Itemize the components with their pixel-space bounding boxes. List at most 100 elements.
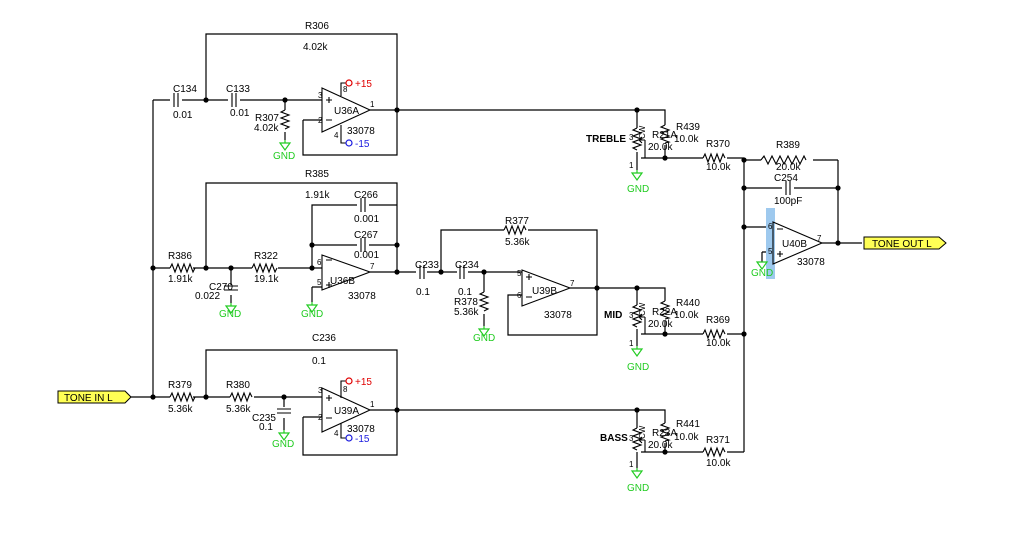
rail-pos-2: +15: [355, 377, 372, 388]
c236-ref: C236: [312, 333, 336, 344]
mid-label: MID: [604, 310, 622, 321]
pot-bass-symbol: [631, 427, 645, 451]
c254-ref: C254: [774, 173, 798, 184]
svg-text:2: 2: [318, 116, 323, 125]
capacitors: [173, 93, 791, 414]
r385-value: 1.91k: [305, 190, 330, 201]
gnd-2: GND: [219, 309, 241, 320]
c134-symbol: [173, 93, 179, 107]
op-amps: [321, 79, 824, 442]
c267-ref: C267: [354, 230, 378, 241]
u40b-ref: U40B: [782, 239, 807, 250]
u36a-symbol: [321, 87, 372, 133]
svg-text:3: 3: [629, 311, 634, 320]
treble-label: TREBLE: [586, 134, 626, 145]
svg-text:8: 8: [343, 385, 348, 394]
c233-symbol: [419, 265, 425, 279]
r440-symbol: [659, 300, 671, 320]
svg-text:6: 6: [768, 222, 773, 231]
r22-value: 20.0k: [648, 319, 673, 330]
wires: [130, 33, 862, 468]
r370-symbol: [702, 152, 726, 164]
r378-value: 5.36k: [454, 307, 479, 318]
r322-value: 19.1k: [254, 274, 279, 285]
r439-ref: R439: [676, 122, 700, 133]
r385-ref: R385: [305, 169, 329, 180]
r380-ref: R380: [226, 380, 250, 391]
rail-neg-2: -15: [355, 434, 370, 445]
c236-value: 0.1: [312, 356, 326, 367]
r307-symbol: [279, 109, 291, 130]
r386-symbol: [169, 262, 196, 274]
gnd-1: GND: [273, 151, 295, 162]
u36b-symbol: [321, 254, 372, 291]
c234-ref: C234: [455, 260, 479, 271]
u39a-ref: U39A: [334, 406, 359, 417]
r441-ref: R441: [676, 419, 700, 430]
c233-value: 0.1: [416, 287, 430, 298]
svg-text:4: 4: [334, 131, 339, 140]
svg-text:CW: CW: [638, 425, 647, 439]
r21-value: 20.0k: [648, 142, 673, 153]
c267-value: 0.001: [354, 250, 379, 261]
c254-symbol: [785, 181, 791, 195]
c233-ref: C233: [415, 260, 439, 271]
r369-symbol: [702, 328, 726, 340]
c267-symbol: [360, 238, 366, 252]
u36b-part: 33078: [348, 291, 376, 302]
r369-ref: R369: [706, 315, 730, 326]
svg-text:8: 8: [343, 85, 348, 94]
bass-label: BASS: [600, 433, 628, 444]
r307-ref: R307: [255, 113, 279, 124]
svg-text:3: 3: [629, 434, 634, 443]
r379-symbol: [169, 391, 196, 403]
r389-value: 20.0k: [776, 162, 801, 173]
c133-symbol: [231, 93, 237, 107]
r306-ref: R306: [305, 21, 329, 32]
u36a-part: 33078: [347, 126, 375, 137]
r369-value: 10.0k: [706, 338, 731, 349]
c270-ref: C270: [209, 282, 233, 293]
svg-text:7: 7: [817, 234, 822, 243]
u36a-ref: U36A: [334, 106, 359, 117]
gnd-bass: GND: [627, 483, 649, 494]
grounds: [224, 140, 769, 480]
gnd-mid: GND: [627, 362, 649, 373]
r378-ref: R378: [454, 297, 478, 308]
r371-value: 10.0k: [706, 458, 731, 469]
svg-text:3: 3: [318, 386, 323, 395]
svg-text:1: 1: [629, 460, 634, 469]
c266-value: 0.001: [354, 214, 379, 225]
r380-value: 5.36k: [226, 404, 251, 415]
u39a-symbol: [321, 387, 372, 433]
c133-value: 0.01: [230, 108, 250, 119]
r370-value: 10.0k: [706, 162, 731, 173]
pot-treble-symbol: [631, 127, 645, 151]
svg-text:7: 7: [370, 262, 375, 271]
svg-text:2: 2: [318, 413, 323, 422]
u39b-symbol: [521, 269, 572, 307]
svg-text:TONE OUT L: TONE OUT L: [872, 239, 932, 250]
r322-symbol: [251, 262, 278, 274]
c266-symbol: [360, 198, 366, 212]
r22-ref: R22A: [652, 307, 677, 318]
u40b-part: 33078: [797, 257, 825, 268]
r380-symbol: [229, 391, 253, 403]
r371-symbol: [702, 446, 726, 458]
pot-mid-symbol: [631, 304, 645, 328]
c235-value: 0.1: [259, 422, 273, 433]
r441-value: 10.0k: [674, 432, 699, 443]
r307-value: 4.02k: [254, 123, 279, 134]
svg-text:3: 3: [629, 133, 634, 142]
r21-ref: R21A: [652, 130, 677, 141]
r439-symbol: [659, 124, 671, 144]
u39a-part: 33078: [347, 424, 375, 435]
resistors: [169, 109, 807, 458]
pin-numbers: 3 2 1 8 4 6 5 7 5 6 7 3 2 1 8 4 6 5 7 3 …: [317, 85, 822, 469]
svg-text:1: 1: [370, 400, 375, 409]
c270-symbol: [224, 285, 238, 291]
u40b-symbol: [772, 221, 824, 265]
r371-ref: R371: [706, 435, 730, 446]
u39b-ref: U39B: [532, 286, 557, 297]
